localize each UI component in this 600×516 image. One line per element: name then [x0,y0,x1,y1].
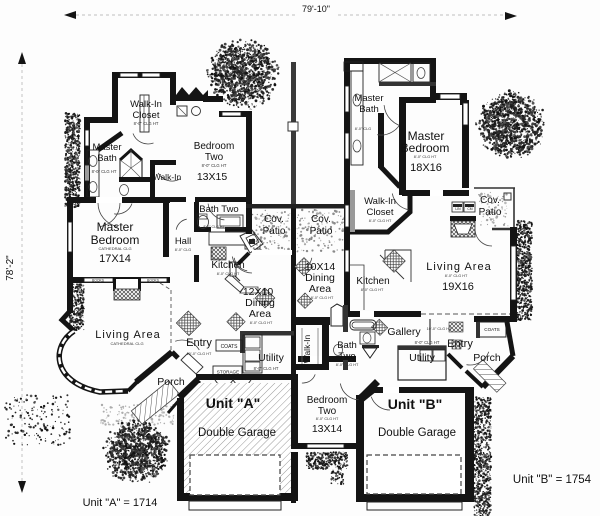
svg-text:78'-2": 78'-2" [5,255,16,281]
svg-text:79'-10": 79'-10" [302,4,330,14]
